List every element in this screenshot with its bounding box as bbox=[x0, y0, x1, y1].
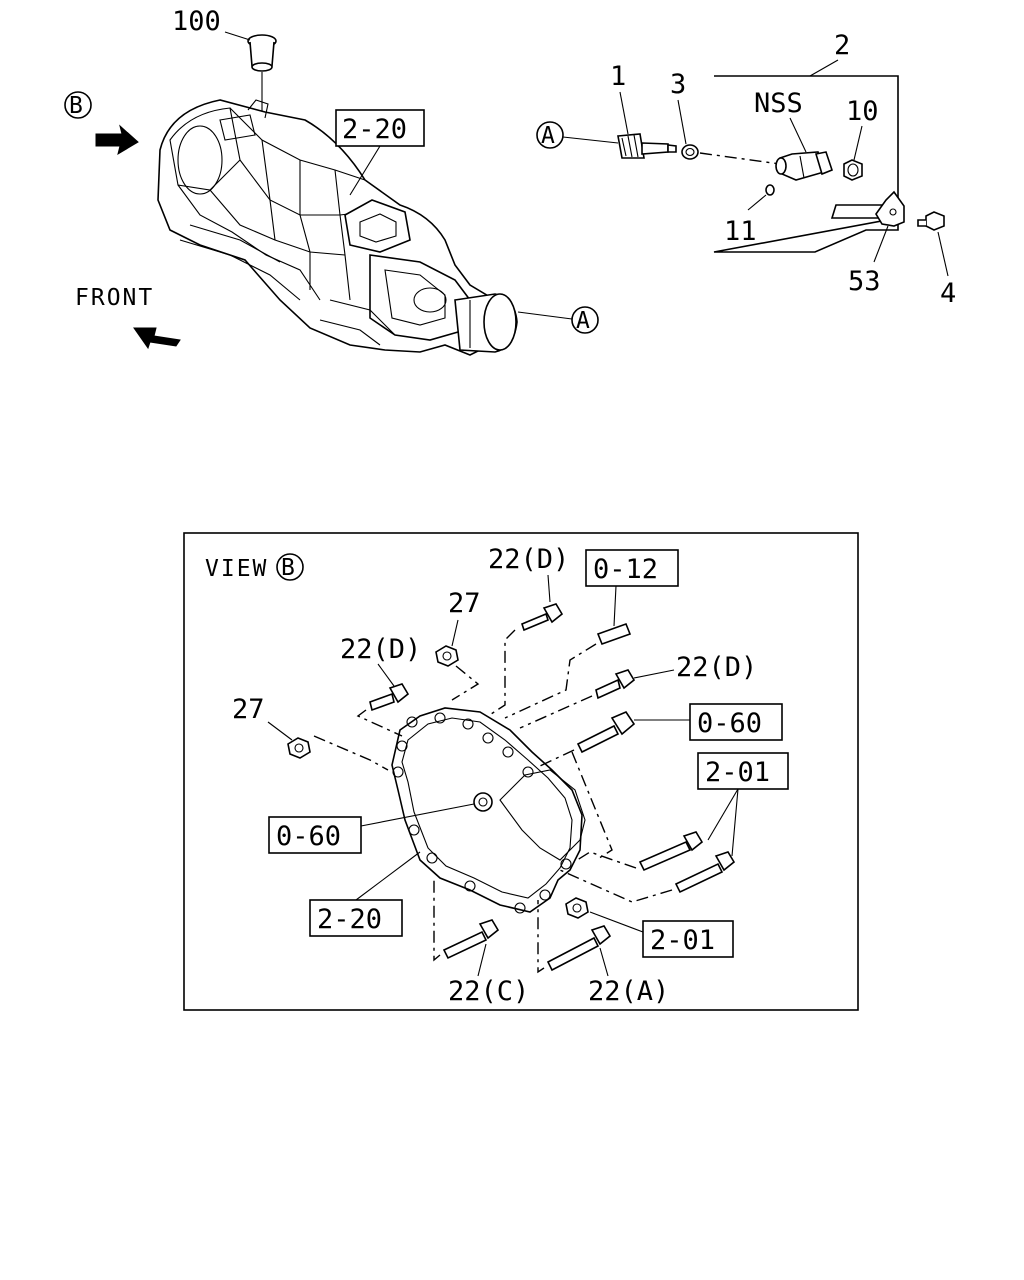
label-10: 10 bbox=[846, 96, 879, 127]
ref-box-2-20-top bbox=[335, 109, 425, 147]
ref-2-20-top-label: 2-20 bbox=[342, 114, 407, 145]
front-arrow-icon bbox=[133, 327, 181, 350]
label-4: 4 bbox=[940, 278, 956, 309]
label-nss: NSS bbox=[754, 88, 803, 119]
marker-a-letter-gear: A bbox=[541, 123, 557, 149]
label-3: 3 bbox=[670, 69, 686, 100]
cover-plate bbox=[391, 707, 586, 914]
front-label: FRONT bbox=[75, 285, 154, 311]
label-22d-top: 22(D) bbox=[488, 544, 569, 575]
ref-box-0-60-left bbox=[268, 816, 362, 854]
view-b-title: VIEW bbox=[205, 556, 268, 582]
label-22d-left: 22(D) bbox=[340, 634, 421, 665]
label-100: 100 bbox=[172, 6, 221, 37]
ref-2-01-bottom-label: 2-01 bbox=[650, 925, 715, 956]
ref-2-01-right-label: 2-01 bbox=[705, 757, 770, 788]
view-b-frame bbox=[183, 532, 859, 1011]
view-b-marker-circle bbox=[276, 553, 304, 581]
marker-a-circle-gear bbox=[536, 121, 564, 149]
ref-2-20-view-label: 2-20 bbox=[317, 904, 382, 935]
marker-a-letter-body: A bbox=[576, 308, 592, 334]
transmission-housing bbox=[157, 99, 518, 356]
marker-a-circle-body bbox=[571, 306, 599, 334]
nut-2-01-bottom bbox=[565, 897, 589, 919]
label-22a: 22(A) bbox=[588, 976, 669, 1007]
clamp-53 bbox=[875, 190, 905, 227]
bolt-22c bbox=[442, 919, 500, 960]
pin-11 bbox=[765, 184, 775, 196]
view-b-arrow-icon bbox=[95, 124, 139, 156]
label-11: 11 bbox=[724, 216, 757, 247]
label-2: 2 bbox=[834, 30, 850, 61]
o-ring-3 bbox=[681, 144, 699, 160]
plug-100 bbox=[224, 31, 277, 115]
driven-gear-1 bbox=[617, 133, 677, 159]
bolt-22a bbox=[546, 925, 612, 972]
transmission-assembly: 100 B FRONT bbox=[64, 6, 599, 356]
label-27-top: 27 bbox=[448, 588, 481, 619]
ref-0-12-label: 0-12 bbox=[593, 554, 658, 585]
bolt-4 bbox=[917, 211, 945, 231]
bolt-22d-right bbox=[595, 669, 636, 700]
label-27-left: 27 bbox=[232, 694, 265, 725]
bolt-0-60-right bbox=[576, 711, 636, 754]
bolt-2-01-right-lower bbox=[674, 851, 736, 894]
nut-10 bbox=[843, 159, 863, 181]
ref-box-2-01-right bbox=[697, 752, 789, 790]
ref-box-0-12 bbox=[585, 549, 679, 587]
dowel-pin bbox=[596, 622, 632, 646]
label-53: 53 bbox=[848, 266, 881, 297]
bolt-2-01-right-upper bbox=[638, 831, 704, 872]
ref-box-0-60-right bbox=[689, 703, 783, 741]
label-22d-right: 22(D) bbox=[676, 652, 757, 683]
nss-speed-sensor bbox=[775, 151, 833, 181]
label-22c: 22(C) bbox=[448, 976, 529, 1007]
marker-b-circle bbox=[64, 91, 92, 119]
ref-0-60-right-label: 0-60 bbox=[697, 708, 762, 739]
view-b-marker-letter: B bbox=[281, 555, 297, 581]
nut-27-top bbox=[435, 645, 459, 667]
label-1: 1 bbox=[610, 61, 626, 92]
speed-sensor-assembly: A 1 3 2 NSS bbox=[536, 30, 956, 309]
ref-0-60-left-label: 0-60 bbox=[276, 821, 341, 852]
nut-27-left bbox=[287, 737, 311, 759]
view-b-panel: VIEW B bbox=[183, 532, 859, 1011]
ref-box-2-01-bottom bbox=[642, 920, 734, 958]
bolt-22d-left bbox=[369, 683, 410, 712]
bolt-22d-top bbox=[521, 603, 564, 632]
marker-b-letter: B bbox=[69, 93, 85, 119]
